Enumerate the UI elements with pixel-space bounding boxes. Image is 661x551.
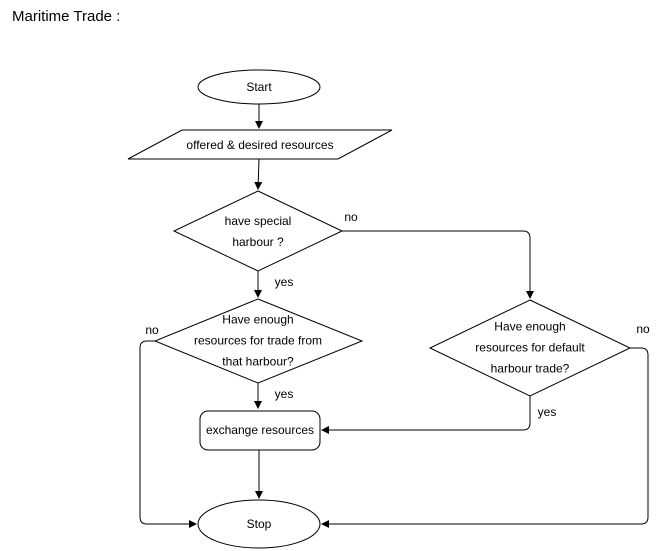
edge-label-special-harbour-no: no bbox=[344, 210, 358, 224]
edge-default-harbour-yes bbox=[321, 396, 531, 434]
stop-node-label: Stop bbox=[246, 517, 272, 531]
decision-default-harbour-label: Have enough resources for default harbou… bbox=[475, 317, 584, 380]
decision-special-harbour-line1: have special bbox=[224, 214, 292, 228]
decision-special-harbour-line2: harbour ? bbox=[232, 235, 284, 249]
edge-default-harbour-no bbox=[321, 347, 649, 528]
edge-label-trade-from-harbour-yes: yes bbox=[274, 387, 294, 401]
edge-trade-from-harbour-no bbox=[139, 340, 197, 528]
io-offered-desired-label: offered & desired resources bbox=[186, 138, 334, 152]
decision-trade-from-harbour-line3: that harbour? bbox=[222, 354, 294, 369]
start-node-label: Start bbox=[246, 80, 272, 94]
decision-default-harbour-line3: harbour trade? bbox=[490, 361, 570, 376]
decision-default-harbour-line1: Have enough bbox=[494, 319, 566, 334]
edge-label-special-harbour-yes: yes bbox=[274, 275, 294, 289]
process-exchange-label: exchange resources bbox=[205, 423, 315, 437]
edge-label-default-harbour-yes: yes bbox=[537, 405, 557, 419]
io-offered-desired-shape bbox=[127, 129, 393, 160]
decision-trade-from-harbour-line1: Have enough bbox=[222, 312, 294, 327]
edge-label-trade-from-harbour-no: no bbox=[145, 323, 159, 337]
decision-trade-from-harbour-line2: resources for trade from bbox=[193, 333, 323, 348]
edge-offered-to-special-harbour bbox=[254, 158, 263, 190]
decision-default-harbour-line2: resources for default bbox=[475, 340, 585, 355]
decision-trade-from-harbour-label: Have enough resources for trade from tha… bbox=[194, 310, 322, 373]
edge-label-default-harbour-no: no bbox=[636, 322, 650, 336]
edge-special-harbour-no bbox=[342, 230, 534, 299]
stop-node-shape bbox=[197, 499, 321, 549]
decision-special-harbour-label: have special harbour ? bbox=[225, 211, 292, 253]
page-title: Maritime Trade : bbox=[12, 8, 121, 25]
process-exchange-shape bbox=[199, 410, 321, 451]
